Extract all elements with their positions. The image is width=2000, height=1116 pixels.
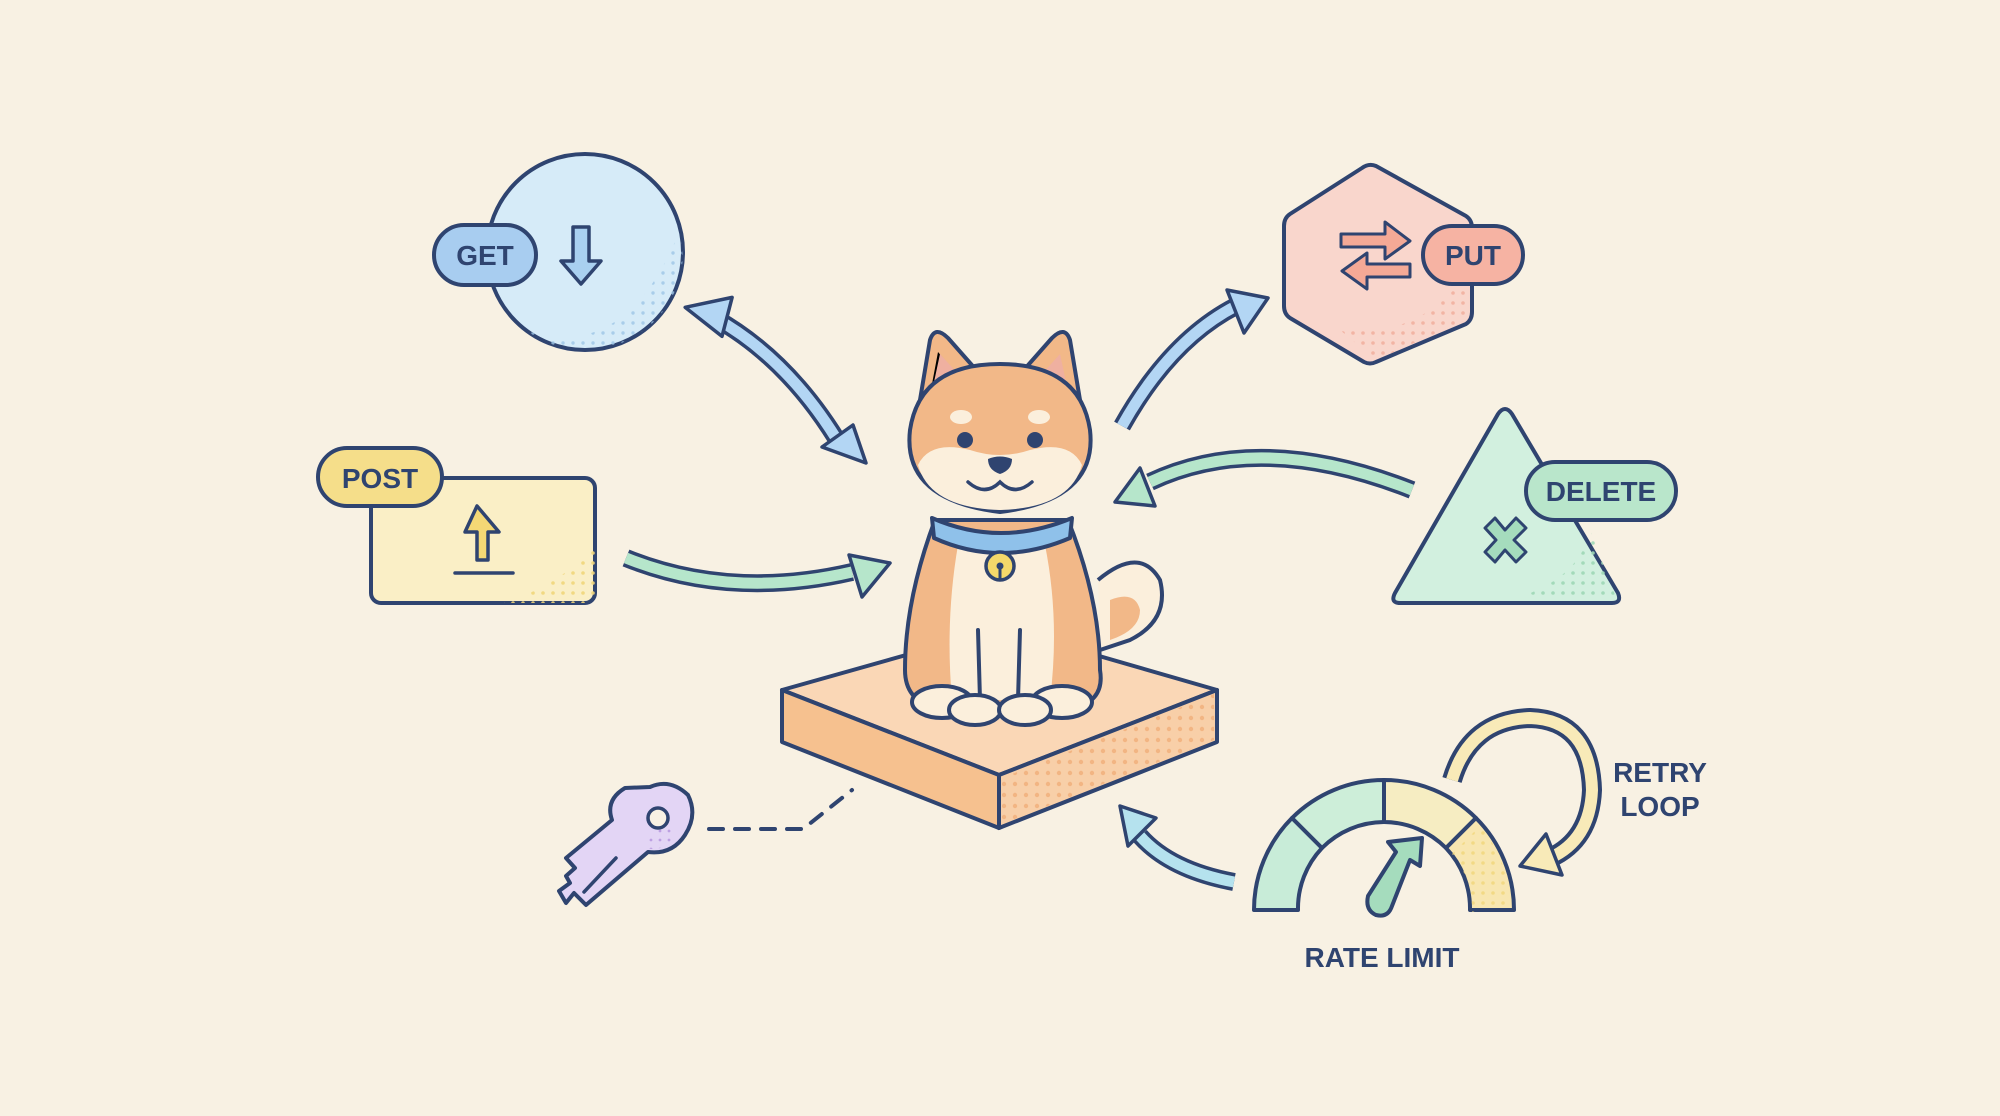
get-center-arrow bbox=[683, 295, 868, 465]
delete-node[interactable]: DELETE bbox=[1391, 407, 1678, 605]
arrow-down-icon bbox=[559, 225, 603, 286]
get-node[interactable]: GET bbox=[432, 152, 700, 420]
put-badge: PUT bbox=[1421, 224, 1525, 286]
delete-triangle bbox=[1391, 407, 1622, 605]
platform bbox=[780, 626, 1219, 830]
swap-arrows-icon bbox=[1339, 220, 1412, 291]
delete-center-arrow bbox=[1113, 448, 1416, 508]
upload-icon bbox=[453, 504, 515, 575]
ratelimit-center-arrow bbox=[1118, 804, 1236, 891]
x-icon bbox=[1483, 516, 1528, 564]
rate-limit-node[interactable]: RATE LIMIT bbox=[1251, 777, 1517, 973]
put-label: PUT bbox=[1445, 240, 1501, 271]
get-label: GET bbox=[456, 240, 514, 271]
put-node[interactable]: PUT bbox=[1282, 162, 1525, 366]
get-badge: GET bbox=[432, 223, 538, 287]
bell-icon bbox=[984, 550, 1016, 582]
shiba-dog-icon bbox=[902, 330, 1164, 727]
retry-loop-node[interactable]: RETRY LOOP bbox=[1442, 707, 1707, 877]
post-center-arrow bbox=[622, 549, 892, 599]
delete-label: DELETE bbox=[1546, 476, 1656, 507]
post-label: POST bbox=[342, 463, 418, 494]
post-badge: POST bbox=[316, 446, 444, 508]
key-icon bbox=[557, 781, 695, 907]
retry-label: RETRY bbox=[1613, 757, 1707, 788]
loop-label: LOOP bbox=[1620, 791, 1699, 822]
key-node[interactable] bbox=[557, 781, 695, 907]
delete-badge: DELETE bbox=[1524, 460, 1678, 522]
center-put-arrow bbox=[1114, 288, 1270, 431]
loop-arrow-icon bbox=[1442, 707, 1603, 877]
key-center-dashed-line bbox=[707, 788, 854, 831]
post-node[interactable]: POST bbox=[316, 446, 600, 610]
rate-limit-label: RATE LIMIT bbox=[1304, 942, 1459, 973]
collar bbox=[930, 516, 1074, 555]
gauge-icon bbox=[1251, 777, 1517, 918]
